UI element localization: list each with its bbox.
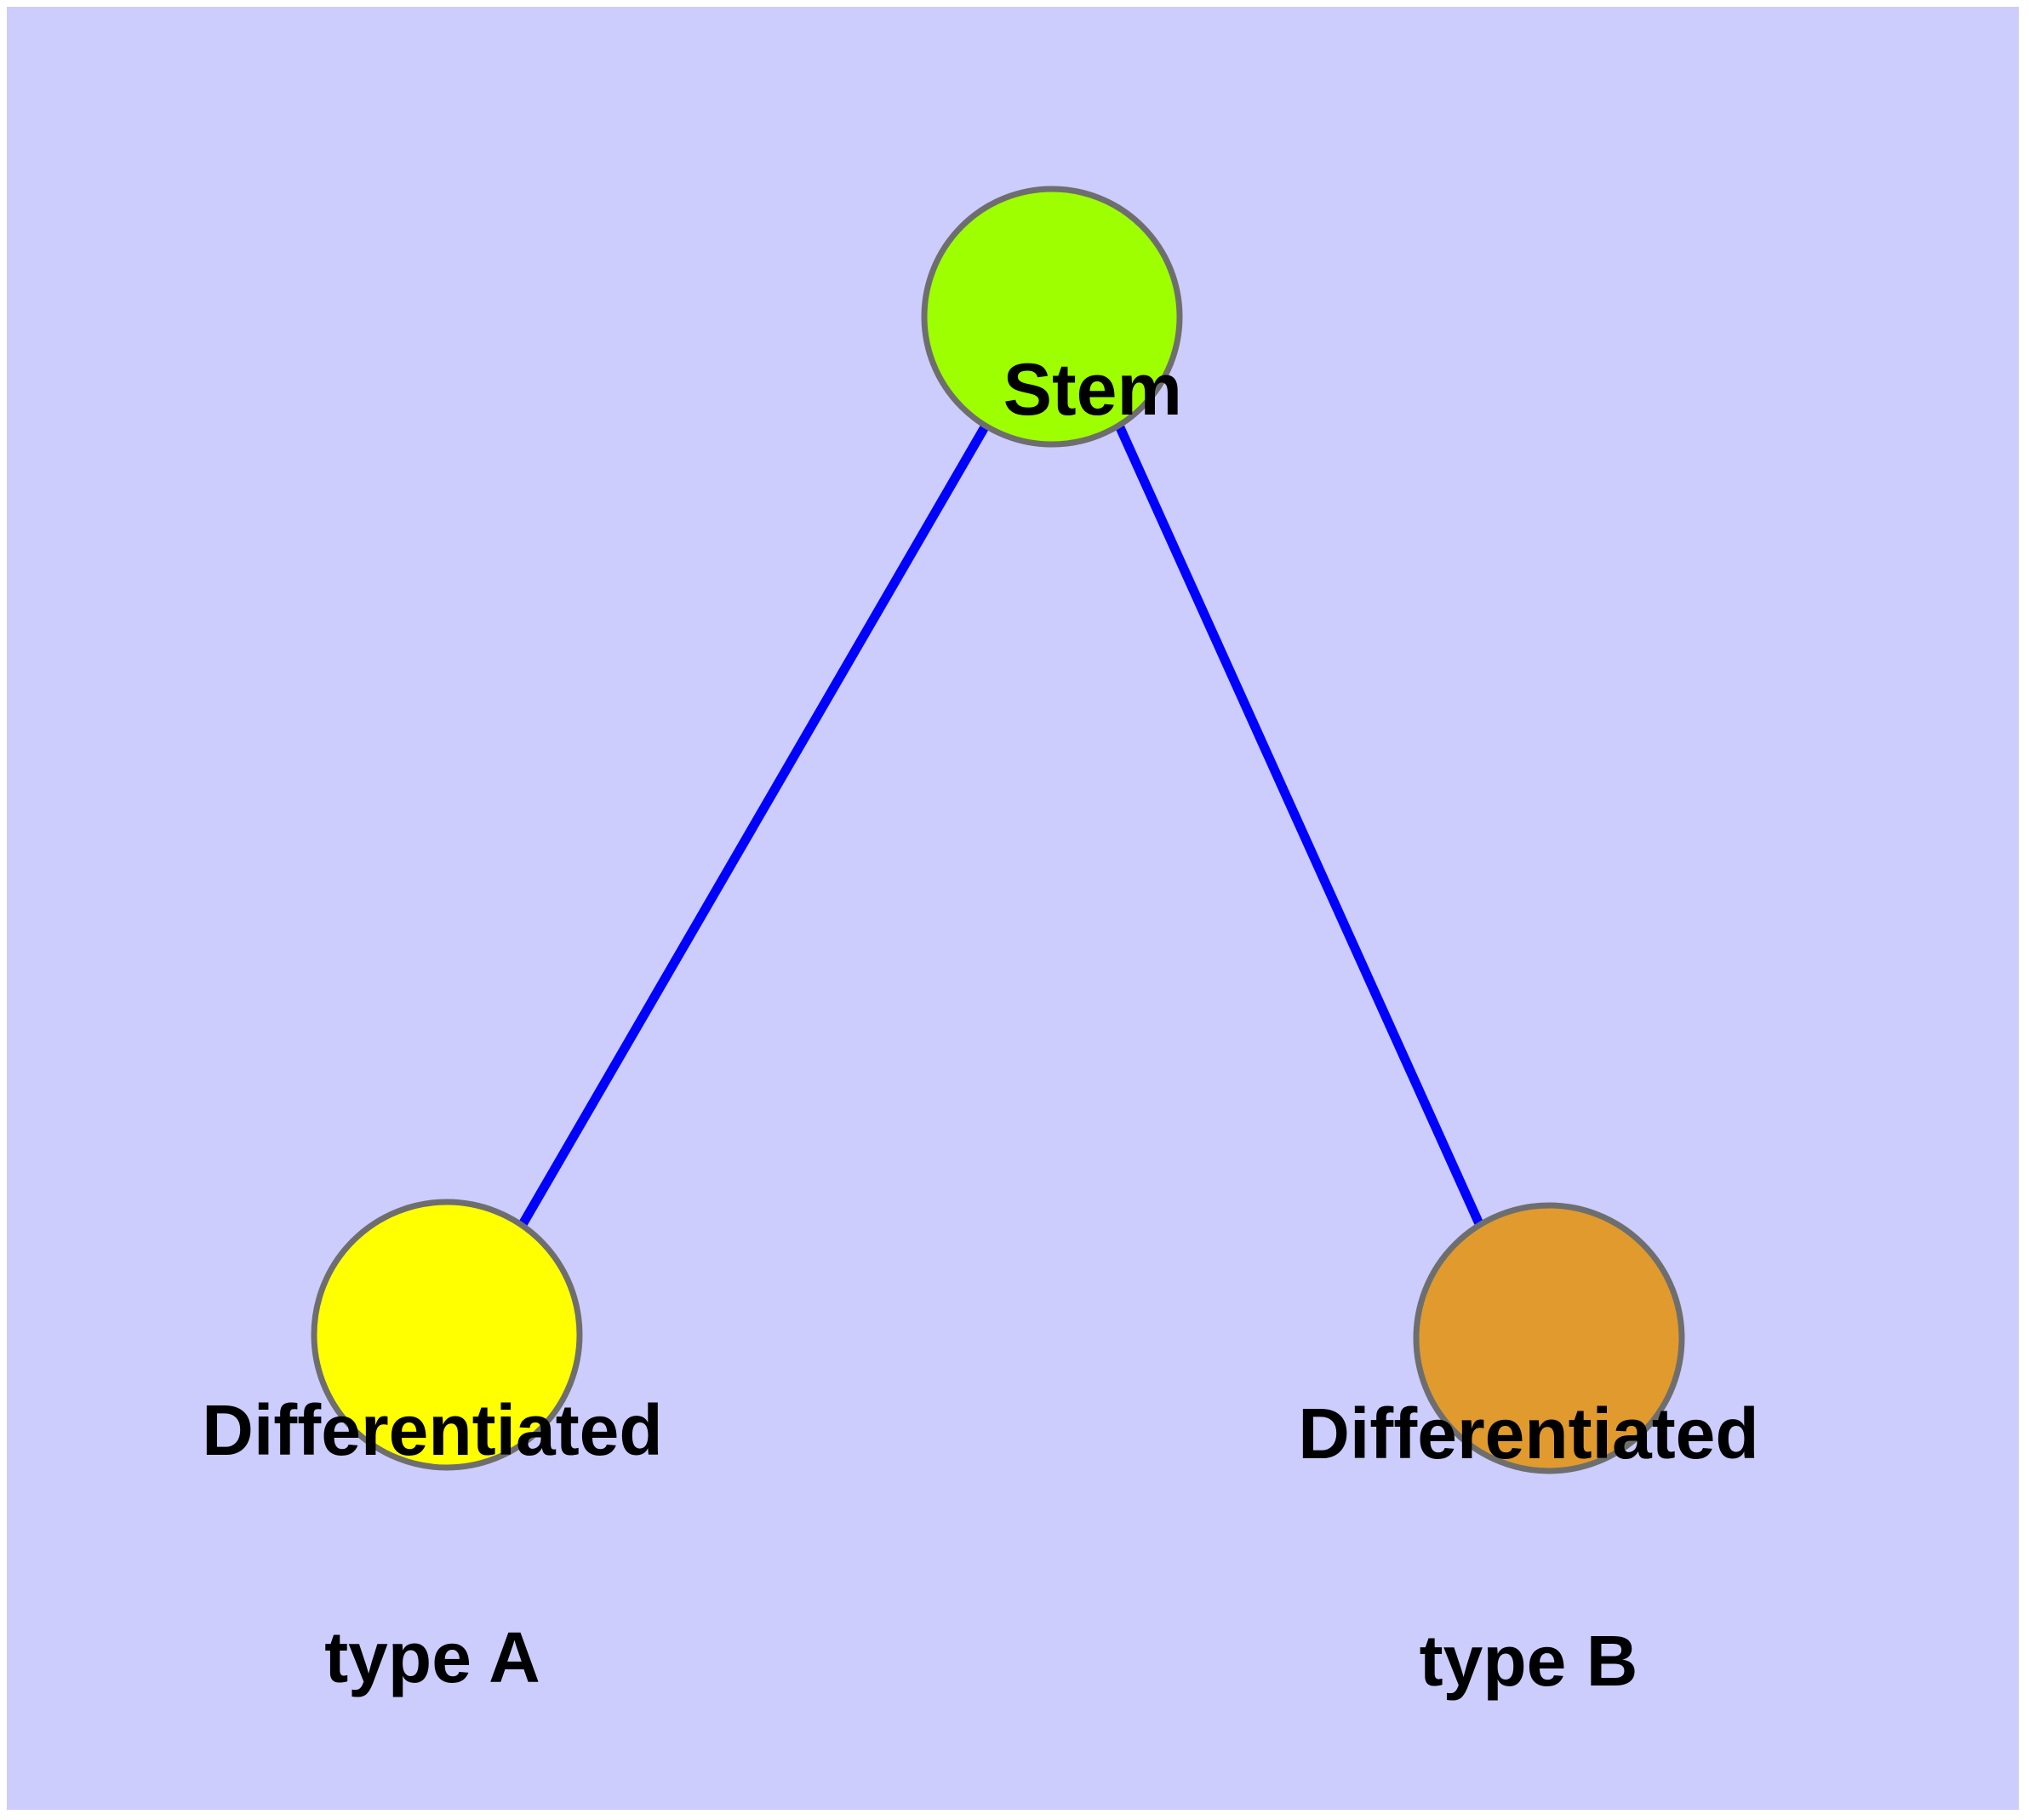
node-layer [311, 186, 1685, 1474]
edge-stem-to-differentiated-type-b[interactable] [1114, 423, 1486, 1230]
node-stem[interactable] [921, 186, 1183, 448]
node-differentiated-type-a[interactable] [311, 1199, 583, 1471]
edge-stem-to-differentiated-type-a[interactable] [517, 423, 990, 1228]
node-differentiated-type-b[interactable] [1413, 1202, 1685, 1474]
edge-layer [517, 423, 1486, 1230]
